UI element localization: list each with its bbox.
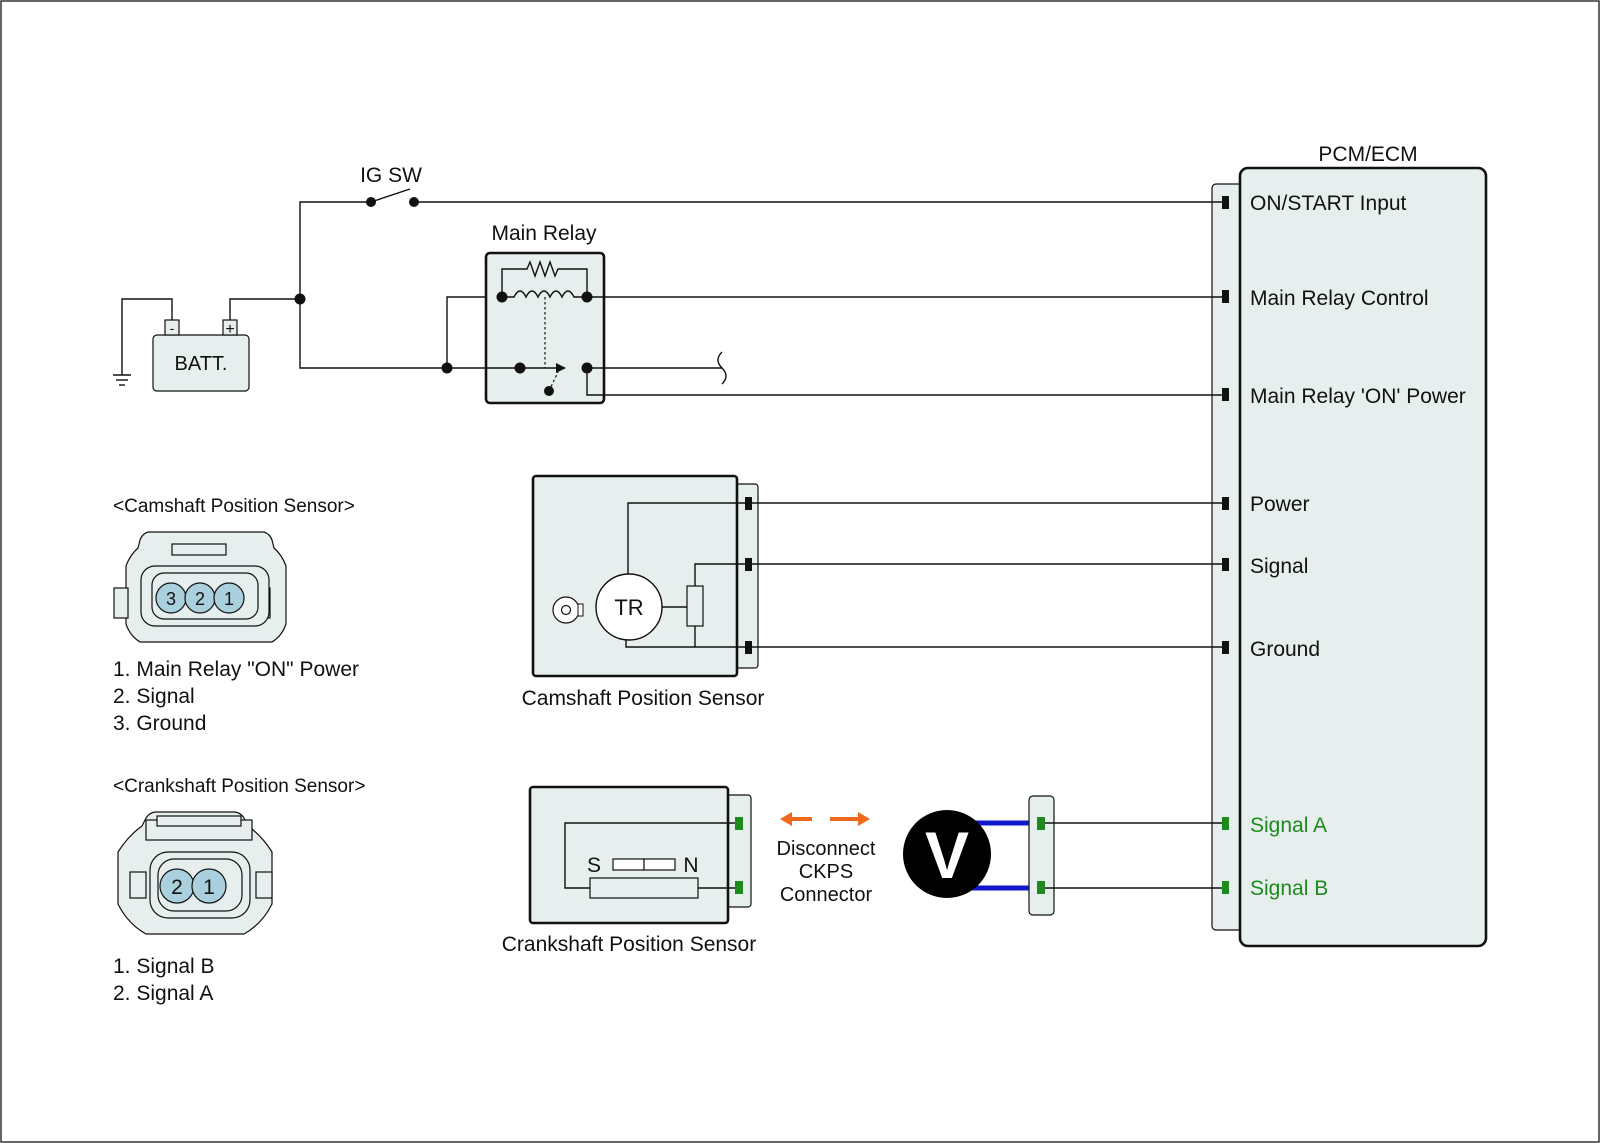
ecm-pin-signal-a: Signal A [1250, 814, 1327, 837]
ecm-module: PCM/ECM ON/START Input Main Relay Contro… [1211, 143, 1488, 948]
battery-plus-terminal: + [225, 321, 234, 338]
camshaft-pin-3-label: 3 [166, 589, 176, 609]
crankshaft-sensor-label: Crankshaft Position Sensor [502, 933, 756, 956]
camshaft-sensor-label: Camshaft Position Sensor [522, 687, 765, 710]
ecm-pin-on-start-input: ON/START Input [1250, 192, 1407, 215]
ig-sw-contact [370, 188, 411, 203]
battery-body [152, 334, 250, 392]
main-relay-label: Main Relay [491, 222, 597, 245]
main-relay: Main Relay [447, 222, 1222, 405]
ecm-title: PCM/ECM [1318, 143, 1417, 166]
disconnect-arrow-icon [780, 812, 870, 826]
harness-connector [1028, 795, 1222, 916]
power-wiring: IG SW [229, 164, 1222, 374]
camshaft-legend-1: 1. Main Relay "ON" Power [113, 658, 359, 681]
crankshaft-pin-1 [191, 868, 227, 904]
ecm-pin-ground: Ground [1250, 638, 1320, 661]
camshaft-pin-2-label: 2 [195, 589, 205, 609]
wire-battery-relay [299, 299, 447, 369]
wire-break-icon [717, 351, 727, 385]
crankshaft-pin-1-label: 1 [203, 876, 215, 899]
disconnect-note-line-3: Connector [780, 884, 873, 906]
ecm-pin-power: Power [1250, 493, 1310, 516]
crankshaft-pin-2-label: 2 [171, 876, 183, 899]
camshaft-sensor-resistor [686, 585, 704, 627]
ecm-pin-main-relay-control: Main Relay Control [1250, 287, 1429, 310]
crankshaft-legend-2: 2. Signal A [113, 982, 213, 1005]
magnet-s-label: S [587, 854, 601, 877]
crankshaft-sensor-coil [589, 877, 699, 899]
ecm-pin-signal: Signal [1250, 555, 1308, 578]
battery-minus-terminal: - [170, 320, 175, 336]
crankshaft-section-title: <Crankshaft Position Sensor> [113, 776, 365, 797]
relay-coil [502, 290, 587, 299]
disconnect-note: Disconnect CKPS Connector [777, 812, 876, 906]
ecm-pin-terminals [1222, 196, 1229, 894]
wire-main-relay-on-power [586, 368, 1222, 396]
crankshaft-connector-view: <Crankshaft Position Sensor> 2 1 1. Sign… [113, 776, 365, 1005]
ecm-body [1238, 166, 1488, 948]
camshaft-legend-3: 3. Ground [113, 712, 206, 735]
disconnect-note-line-1: Disconnect [777, 838, 876, 860]
transistor-label: TR [614, 595, 643, 620]
crankshaft-legend-1: 1. Signal B [113, 955, 215, 978]
ground-symbol-icon [113, 374, 131, 386]
camshaft-pin-1 [213, 582, 245, 614]
ig-sw-label: IG SW [360, 164, 422, 187]
ecm-pin-signal-b: Signal B [1250, 877, 1328, 900]
magnet-n-label: N [683, 854, 698, 877]
battery: - + BATT. [113, 298, 250, 392]
camshaft-section-title: <Camshaft Position Sensor> [113, 496, 355, 517]
camshaft-pin-1-label: 1 [224, 589, 234, 609]
battery-label: BATT. [175, 353, 228, 375]
target-wheel-icon [552, 596, 580, 624]
voltmeter-icon [903, 810, 991, 898]
camshaft-legend-2: 2. Signal [113, 685, 195, 708]
camshaft-sensor: TR Camshaft Position Sensor [522, 474, 1222, 710]
ecm-pin-main-relay-on-power: Main Relay 'ON' Power [1250, 385, 1466, 408]
transistor-circle [595, 573, 663, 641]
voltmeter-label: V [925, 818, 969, 892]
crankshaft-sensor: S N Crankshaft Position Sensor [502, 785, 756, 956]
camshaft-connector-view: <Camshaft Position Sensor> 3 2 1 1. Main… [113, 496, 359, 735]
disconnect-note-line-2: CKPS [799, 861, 853, 883]
